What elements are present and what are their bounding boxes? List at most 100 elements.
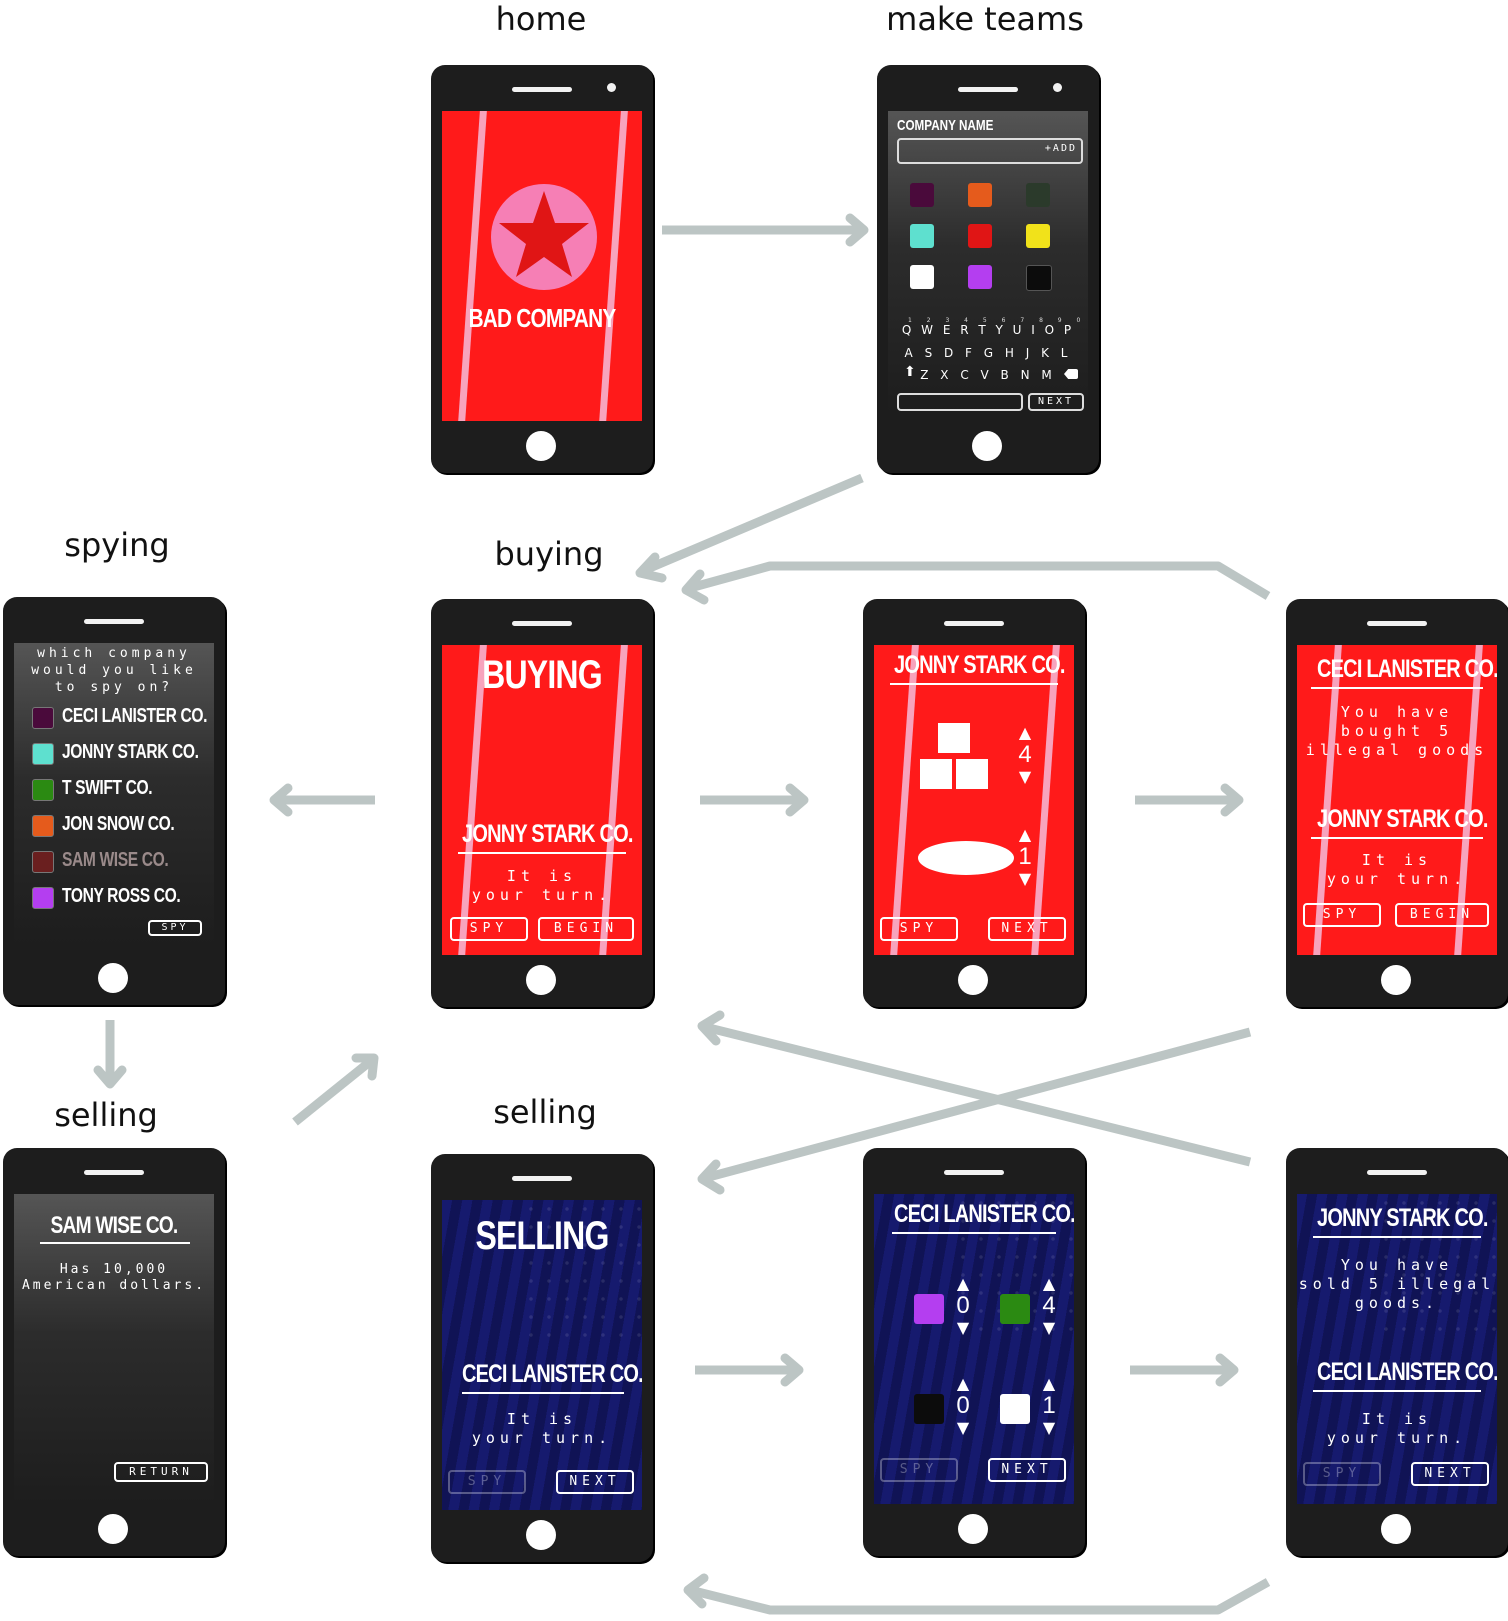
keyboard-row-1[interactable]: Q W E R T Y U I O P: [901, 323, 1075, 337]
down-arrow-icon[interactable]: ▼: [956, 1318, 970, 1337]
down-arrow-icon[interactable]: ▼: [1018, 767, 1032, 786]
home-button[interactable]: [958, 1514, 988, 1544]
home-screen: BAD COMPANY: [442, 111, 642, 421]
spy-team-option[interactable]: JON SNOW CO.: [32, 813, 202, 839]
spy-button[interactable]: SPY: [880, 917, 958, 941]
turn-message: It is your turn.: [1326, 851, 1468, 888]
spy-team-option[interactable]: CECI LANISTER CO.: [32, 705, 207, 731]
color-swatch[interactable]: [910, 183, 934, 207]
up-arrow-icon[interactable]: ▲: [1018, 825, 1032, 844]
next-button[interactable]: NEXT: [988, 1458, 1066, 1482]
arrowhead-spyresult-to-buying: [351, 1053, 379, 1081]
spy-button-disabled[interactable]: SPY: [880, 1458, 958, 1482]
home-button[interactable]: [958, 965, 988, 995]
goods-color-swatch: [914, 1394, 944, 1424]
home-button[interactable]: [1381, 1514, 1411, 1544]
next-button[interactable]: NEXT: [556, 1470, 634, 1494]
color-swatch[interactable]: [910, 265, 934, 289]
home-button[interactable]: [1381, 965, 1411, 995]
phone-speaker: [84, 1170, 144, 1175]
caption-spying: spying: [64, 526, 170, 564]
spy-button[interactable]: SPY: [450, 917, 528, 941]
title-underline: [1311, 687, 1483, 689]
home-button[interactable]: [526, 1520, 556, 1550]
home-button[interactable]: [526, 431, 556, 461]
arrowhead-home-to-teams: [845, 213, 869, 247]
color-swatch[interactable]: [968, 224, 992, 248]
up-arrow-icon[interactable]: ▲: [956, 1274, 970, 1293]
color-swatch[interactable]: [1026, 183, 1050, 207]
color-swatch[interactable]: [968, 183, 992, 207]
home-button[interactable]: [98, 1514, 128, 1544]
next-button[interactable]: NEXT: [988, 917, 1066, 941]
phone-speaker: [512, 87, 572, 92]
title-underline: [1313, 1236, 1481, 1238]
spy-result-message: Has 10,000 American dollars.: [21, 1262, 207, 1293]
team-color-swatch: [32, 743, 54, 765]
up-arrow-icon[interactable]: ▲: [956, 1374, 970, 1393]
title-underline: [462, 1392, 624, 1394]
box-count: 4: [1018, 741, 1032, 768]
phone-speaker: [84, 619, 144, 624]
arrowhead-sellresult-to-buying: [697, 1010, 725, 1046]
add-button[interactable]: +ADD: [1044, 143, 1077, 154]
spy-button-disabled[interactable]: SPY: [448, 1470, 526, 1494]
spy-team-option[interactable]: JONNY STARK CO.: [32, 741, 202, 767]
arrowhead-sellgoods-to-sellresult: [1215, 1353, 1239, 1387]
phone-speaker: [944, 1170, 1004, 1175]
home-button[interactable]: [98, 963, 128, 993]
keyboard-row-3[interactable]: Z X C V B N M: [920, 368, 1056, 382]
color-swatch[interactable]: [968, 265, 992, 289]
begin-button[interactable]: BEGIN: [1395, 903, 1489, 927]
spy-button[interactable]: SPY: [1303, 903, 1381, 927]
goods-count: 0: [956, 1392, 970, 1419]
title-underline: [458, 852, 626, 854]
backspace-icon[interactable]: [1064, 369, 1078, 379]
keyboard-digit-row: 1 2 3 4 5 6 7 8 9 0: [908, 317, 1087, 324]
spy-team-option[interactable]: SAM WISE CO.: [32, 849, 202, 875]
color-swatch[interactable]: [1026, 224, 1050, 248]
spy-team-option[interactable]: TONY ROSS CO.: [32, 885, 202, 911]
color-swatch[interactable]: [1026, 265, 1052, 291]
title-underline: [40, 1242, 190, 1244]
spy-team-option[interactable]: T SWIFT CO.: [32, 777, 202, 803]
arrow-sellresult-to-selling: [688, 1578, 1271, 1615]
title-underline: [890, 683, 1058, 685]
down-arrow-icon[interactable]: ▼: [1042, 1418, 1056, 1437]
home-button[interactable]: [526, 965, 556, 995]
arrowhead-buyresult-to-selling: [697, 1159, 725, 1195]
begin-button[interactable]: BEGIN: [538, 917, 634, 941]
spy-button[interactable]: SPY: [148, 920, 202, 936]
caption-buying: buying: [494, 535, 604, 573]
team-name: JONNY STARK CO.: [62, 741, 199, 763]
phone-buy-goods: JONNY STARK CO. ▲ 4 ▼ ▲ 1 ▼ SPY NEXT: [863, 599, 1085, 1007]
down-arrow-icon[interactable]: ▼: [956, 1418, 970, 1437]
next-button[interactable]: NEXT: [1411, 1462, 1489, 1486]
down-arrow-icon[interactable]: ▼: [1042, 1318, 1056, 1337]
caption-home: home: [495, 0, 587, 38]
selling-title: SELLING: [475, 1214, 609, 1258]
home-button[interactable]: [972, 431, 1002, 461]
arrowhead-sellresult-to-selling: [683, 1573, 709, 1609]
box-stack-icon: [918, 723, 998, 793]
keyboard-row-2[interactable]: A S D F G H J K L: [904, 346, 1072, 360]
color-swatch-grid: [910, 183, 1070, 299]
color-swatch[interactable]: [910, 224, 934, 248]
down-arrow-icon[interactable]: ▼: [1018, 869, 1032, 888]
up-arrow-icon[interactable]: ▲: [1042, 1374, 1056, 1393]
result-team-name: CECI LANISTER CO.: [1317, 655, 1497, 683]
next-button[interactable]: NEXT: [1028, 393, 1084, 411]
team-name: CECI LANISTER CO.: [62, 705, 208, 727]
up-arrow-icon[interactable]: ▲: [1018, 723, 1032, 742]
company-name-input[interactable]: +ADD: [897, 138, 1083, 164]
goods-color-swatch: [1000, 1394, 1030, 1424]
red-star-icon: [491, 184, 597, 290]
spy-button-disabled[interactable]: SPY: [1303, 1462, 1381, 1486]
return-button[interactable]: RETURN: [114, 1462, 208, 1482]
shift-icon[interactable]: ⬆: [904, 364, 916, 380]
space-bar[interactable]: [897, 393, 1023, 411]
up-arrow-icon[interactable]: ▲: [1042, 1274, 1056, 1293]
arrow-buyresult-to-selling: [703, 1027, 1252, 1183]
arrowhead-buygoods-to-buyresult: [1220, 783, 1244, 817]
goods-color-swatch: [914, 1294, 944, 1324]
